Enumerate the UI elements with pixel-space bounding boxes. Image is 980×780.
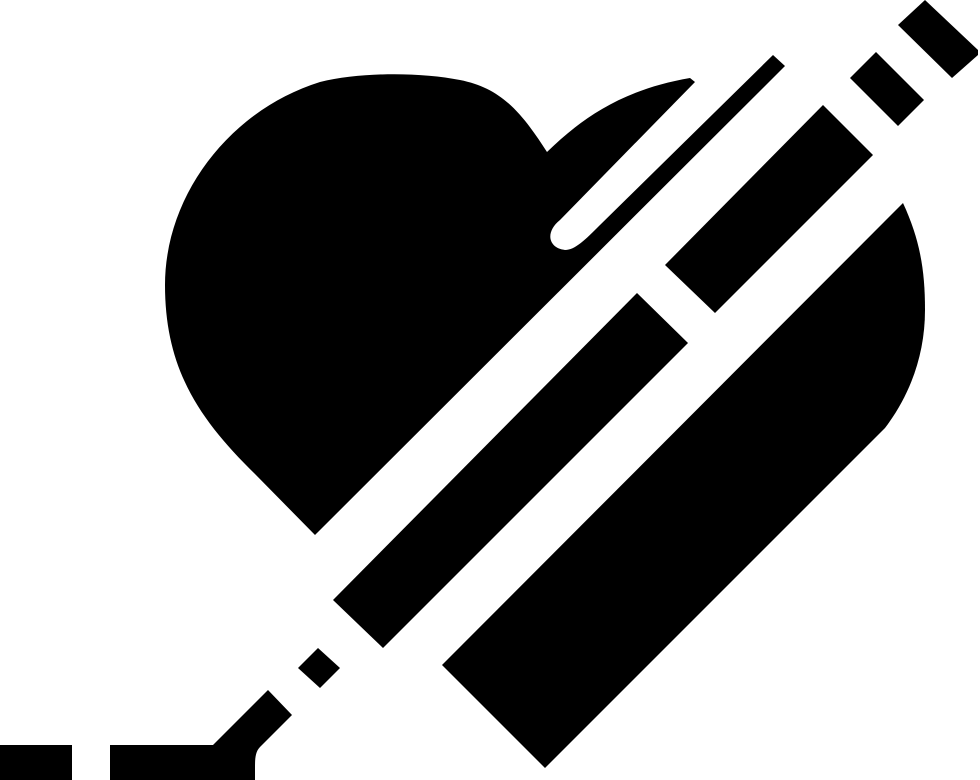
pen-dash-small — [298, 648, 340, 688]
heart-right-lobe — [442, 203, 925, 768]
pen-upper-segment — [665, 105, 873, 313]
heart-left-lobe — [165, 55, 785, 535]
ink-line-segment — [0, 745, 72, 780]
pen-cap-top — [850, 52, 924, 126]
pen-body — [333, 293, 688, 648]
pen-nib-stroke — [110, 690, 292, 780]
pen-end-top — [898, 0, 978, 78]
